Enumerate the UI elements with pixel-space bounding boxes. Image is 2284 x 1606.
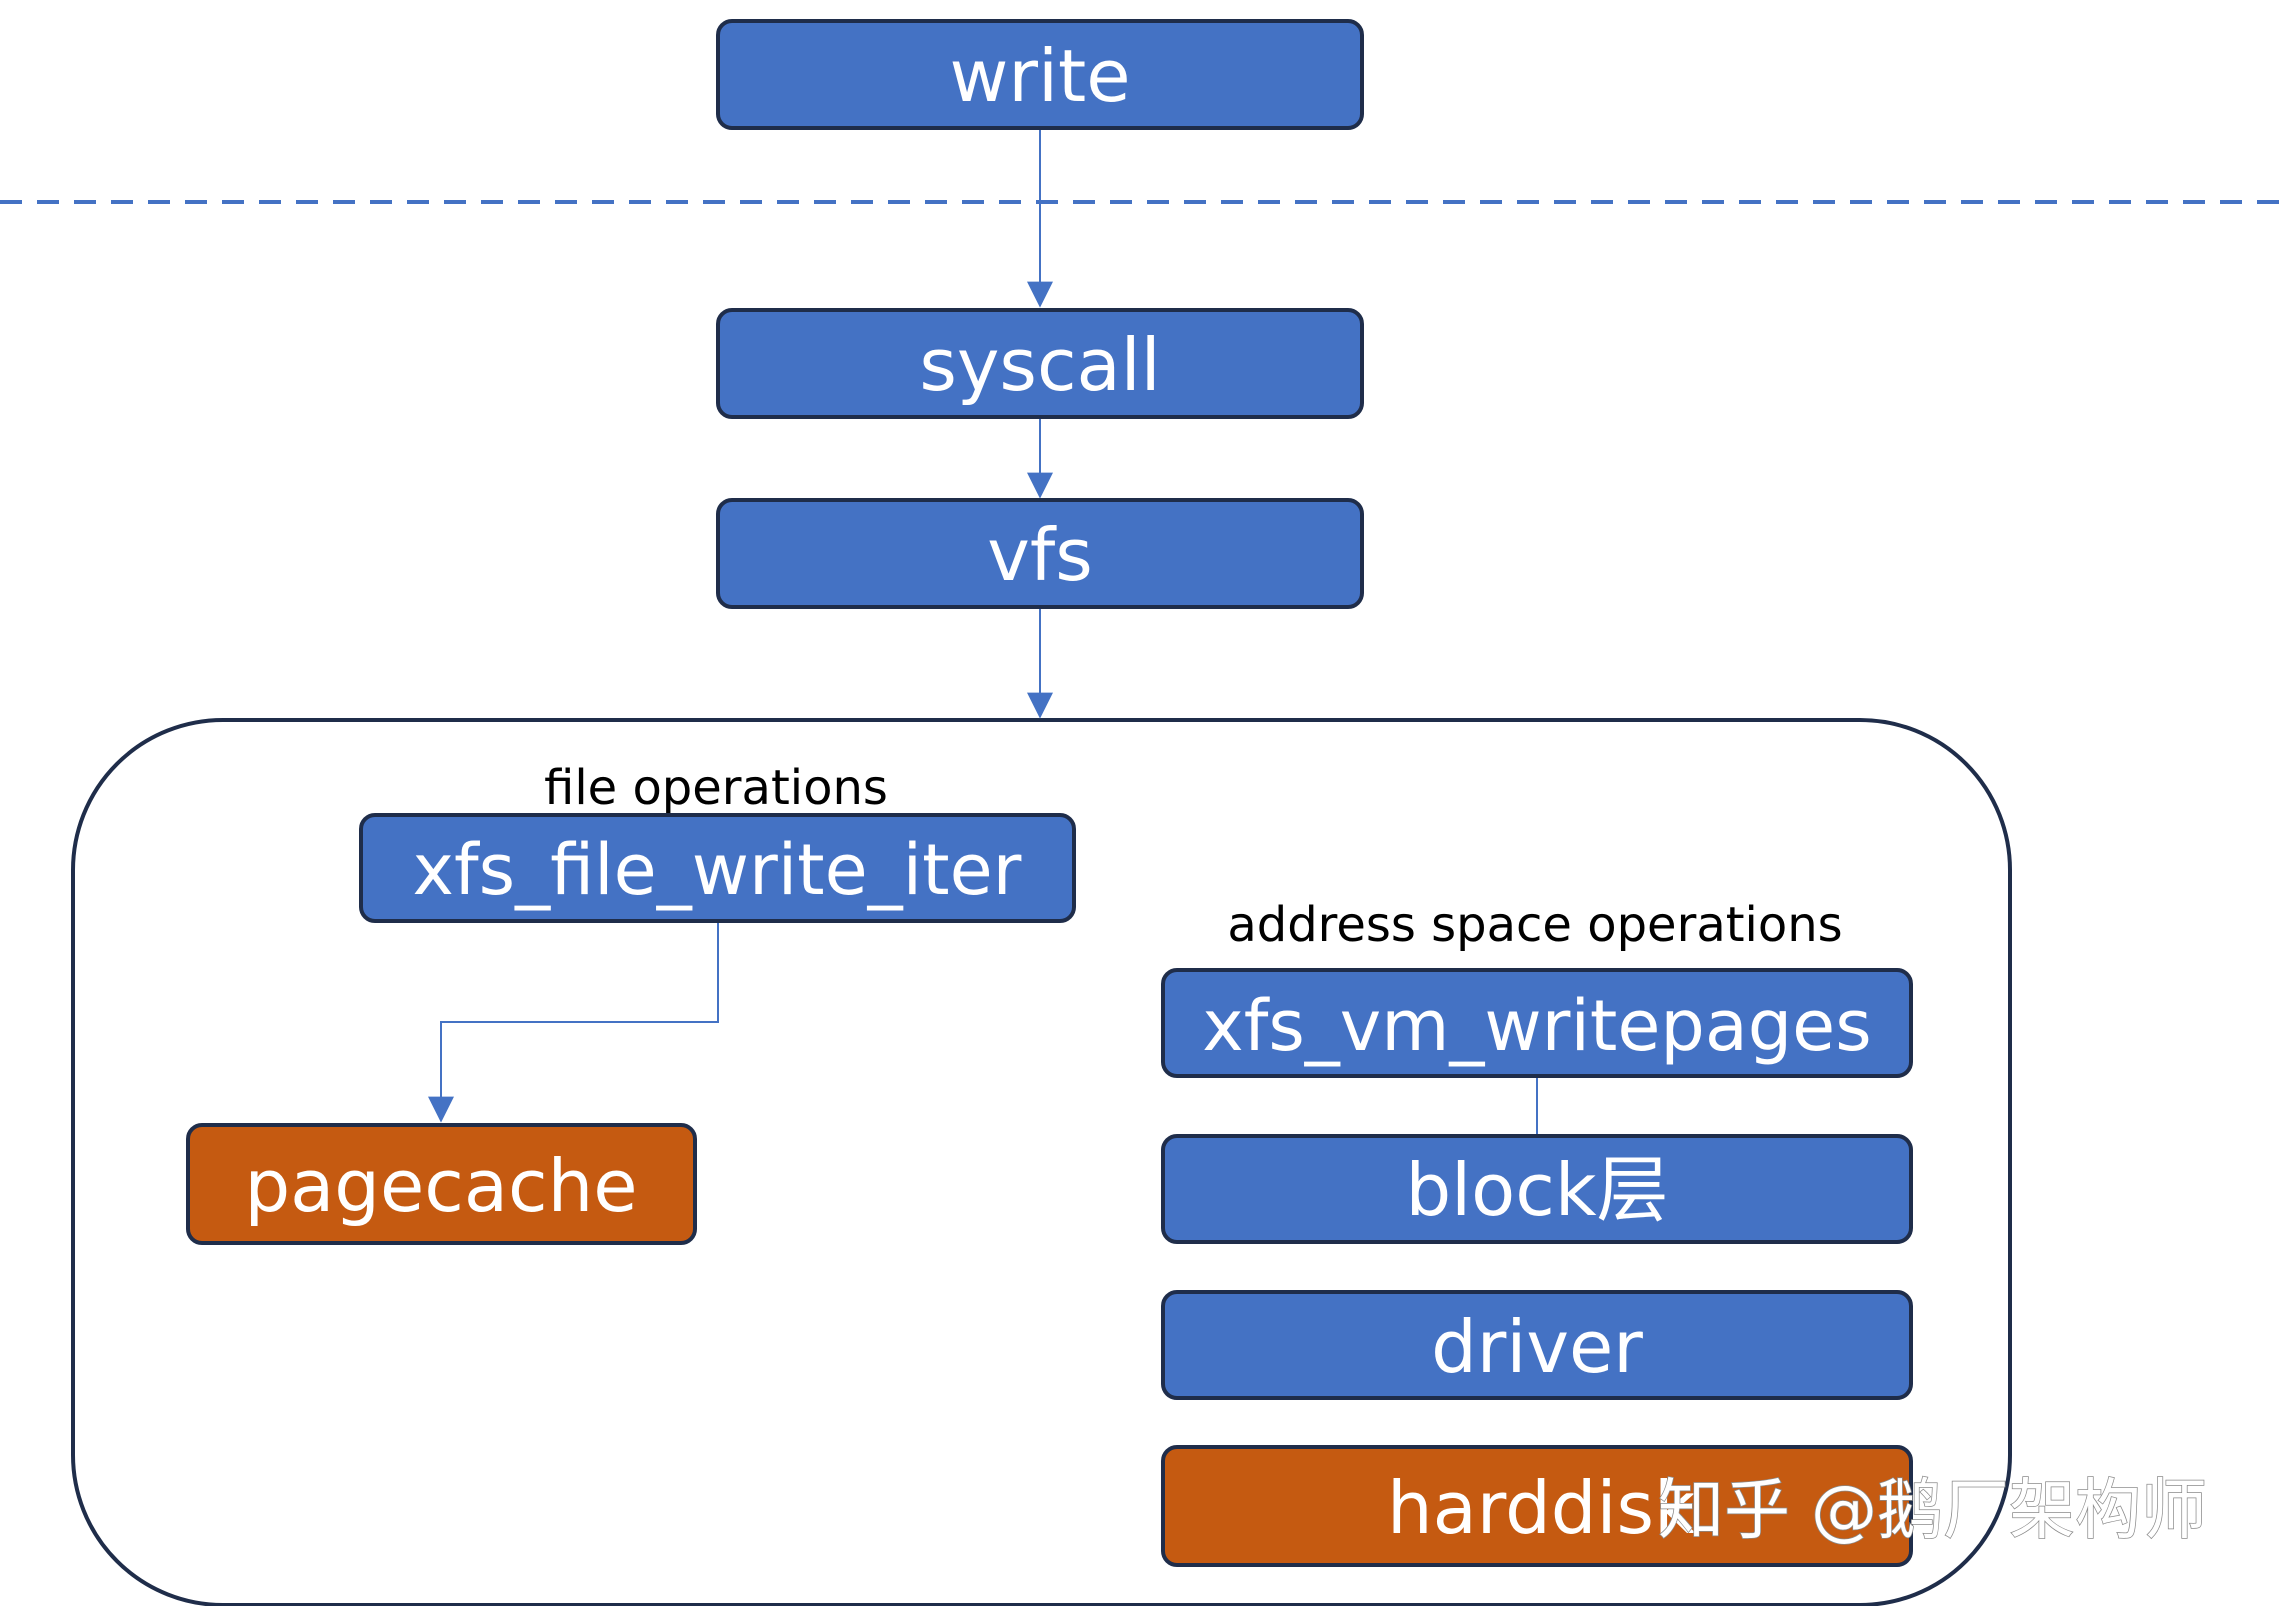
node-pagecache: pagecache <box>186 1123 697 1245</box>
arrow-xfs-file-write-iter-to-pagecache <box>428 922 719 1123</box>
node-vfs: vfs <box>716 498 1364 609</box>
node-harddisk-label: harddisk <box>1387 1466 1696 1550</box>
watermark: 知乎 @鹅厂架构师 <box>1658 1472 2207 1549</box>
node-driver-label: driver <box>1431 1305 1643 1389</box>
node-driver: driver <box>1161 1290 1913 1400</box>
node-pagecache-label: pagecache <box>244 1144 637 1228</box>
node-harddisk: harddisk <box>1161 1445 1913 1567</box>
node-xfs-vm-writepages-label: xfs_vm_writepages <box>1202 985 1871 1067</box>
node-syscall-label: syscall <box>919 323 1160 407</box>
node-write-label: write <box>949 34 1130 118</box>
node-xfs-file-write-iter: xfs_file_write_iter <box>359 813 1076 923</box>
node-write: write <box>716 19 1364 130</box>
node-block-layer-label: block层 <box>1405 1148 1668 1232</box>
node-xfs-file-write-iter-label: xfs_file_write_iter <box>413 829 1022 911</box>
address-space-operations-label: address space operations <box>1227 897 1842 953</box>
node-block-layer: block层 <box>1161 1134 1913 1244</box>
node-xfs-vm-writepages: xfs_vm_writepages <box>1161 968 1913 1078</box>
node-syscall: syscall <box>716 308 1364 419</box>
node-vfs-label: vfs <box>987 513 1092 597</box>
file-operations-label: file operations <box>544 760 888 816</box>
